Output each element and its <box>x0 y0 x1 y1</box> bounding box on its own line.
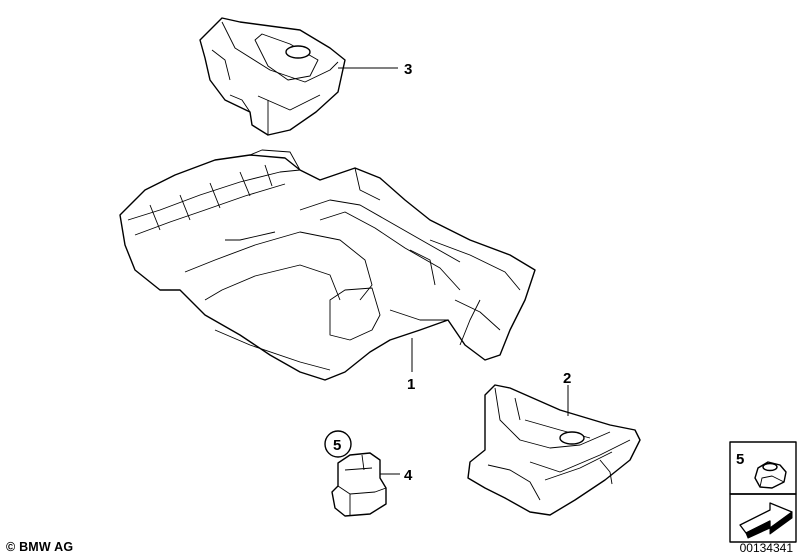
circled-callout-5: 5 <box>324 430 352 458</box>
part-5-nut-legend <box>729 441 797 543</box>
callout-4: 4 <box>404 467 413 484</box>
callout-5-legend: 5 <box>736 451 744 468</box>
part-4-clip <box>331 452 387 517</box>
callout-3: 3 <box>404 61 412 78</box>
arrow-icon <box>739 502 793 539</box>
part-1-storage-tray <box>119 149 536 381</box>
copyright-label: © BMW AG <box>6 540 74 554</box>
callout-2: 2 <box>563 370 571 387</box>
part-3-insert-tray <box>199 17 346 136</box>
drawing-number: 00134341 <box>739 541 793 555</box>
part-2-side-tray <box>467 384 641 516</box>
callout-1: 1 <box>407 376 415 393</box>
callout-5-circled: 5 <box>333 437 341 454</box>
